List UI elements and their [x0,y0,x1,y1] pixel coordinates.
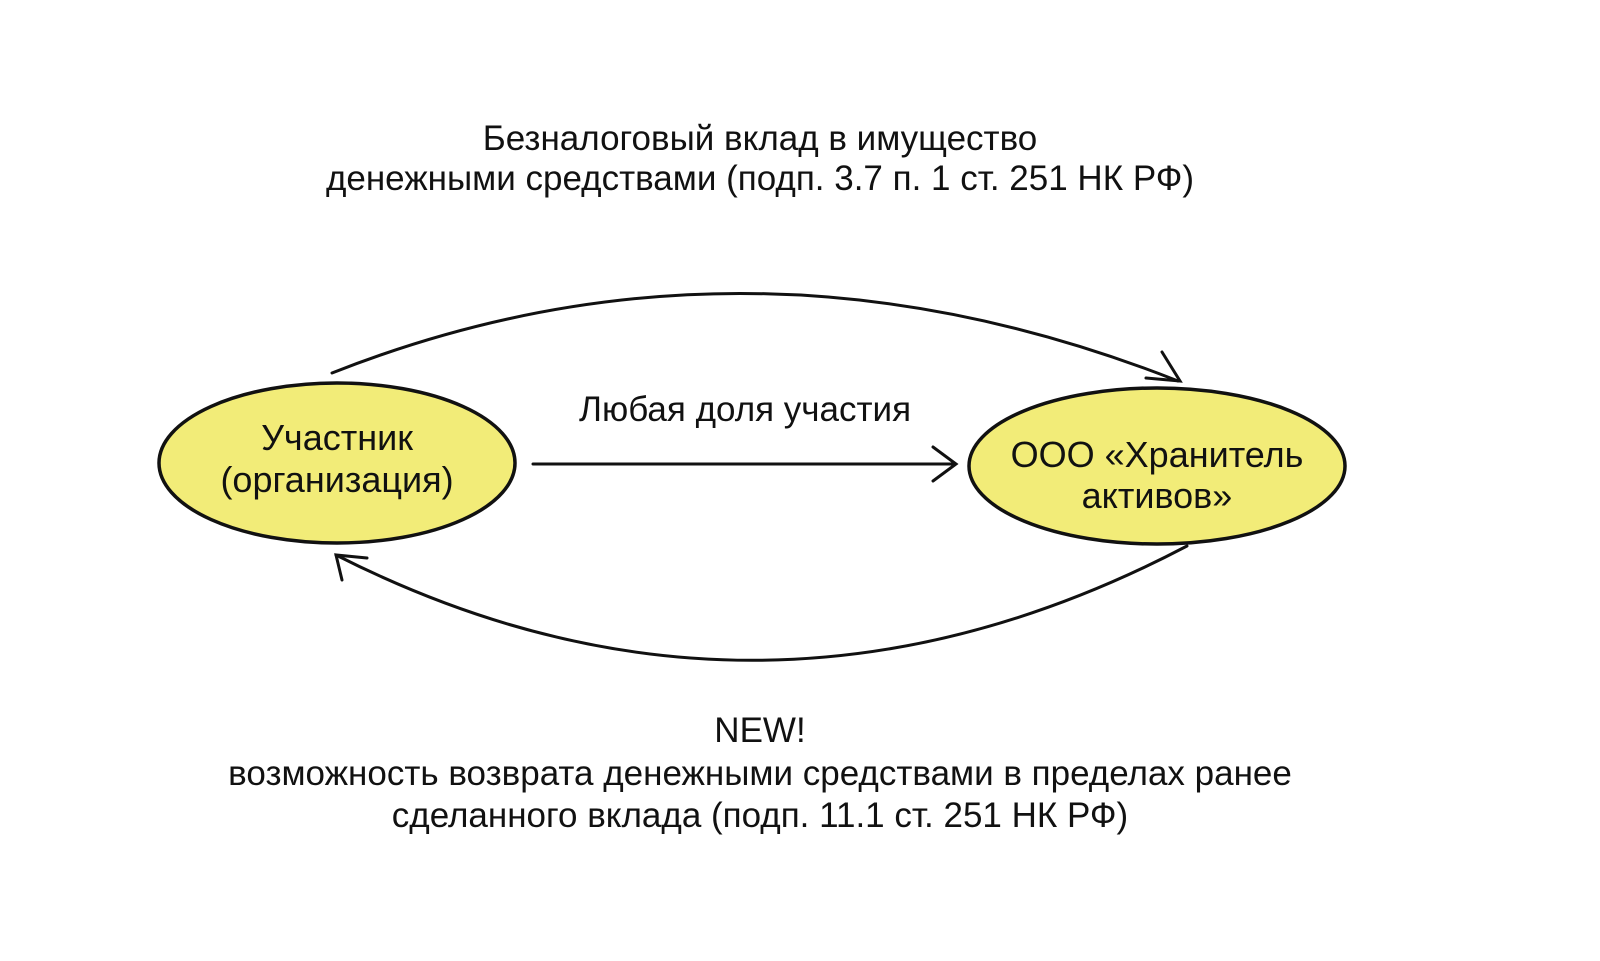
new-badge: NEW! [714,711,805,750]
node-asset-keeper: ООО «Хранитель активов» [967,386,1347,546]
node-participant: Участник (организация) [157,381,517,545]
node-keeper-line-1: ООО «Хранитель [1011,434,1304,475]
node-keeper-line-2: активов» [1082,475,1233,516]
bottom-note-line-1: возможность возврата денежными средствам… [228,754,1292,793]
node-participant-line-2: (организация) [220,459,453,500]
bottom-arrowhead [334,553,369,582]
top-arrowhead [1144,350,1183,383]
bottom-note-line-2: сделанного вклада (подп. 11.1 ст. 251 НК… [392,796,1128,835]
title-line-2: денежными средствами (подп. 3.7 п. 1 ст.… [326,159,1194,198]
title-line-1: Безналоговый вклад в имущество [483,119,1038,158]
bottom-arc-arrow [334,544,1189,662]
edge-label: Любая доля участия [579,390,911,429]
top-arc-arrow [330,292,1180,383]
middle-arrowhead [931,445,959,483]
node-participant-line-1: Участник [261,417,413,458]
